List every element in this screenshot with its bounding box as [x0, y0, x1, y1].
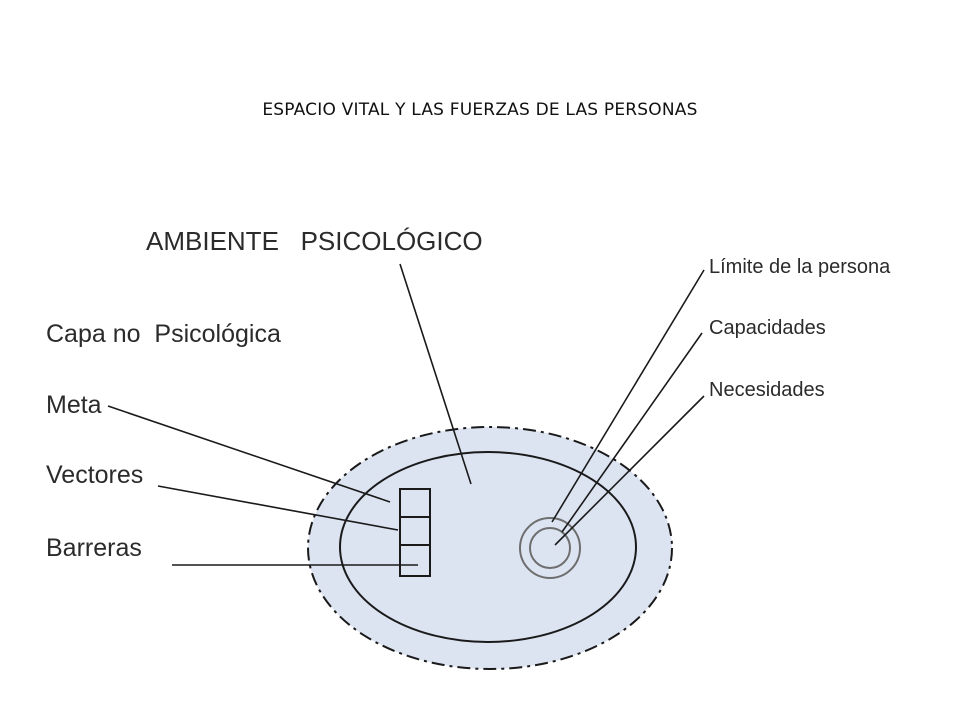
label-limite: Límite de la persona: [709, 256, 891, 278]
necesidades-leader-line: [554, 395, 705, 546]
label-capa: Capa no Psicológica: [46, 320, 281, 348]
psychological-environment: [339, 451, 637, 643]
slide-title: ESPACIO VITAL Y LAS FUERZAS DE LAS PERSO…: [262, 100, 698, 120]
label-ambiente: AMBIENTE PSICOLÓGICO: [146, 226, 483, 256]
person-boundary-circle: [519, 517, 581, 579]
label-vectores: Vectores: [46, 461, 143, 489]
label-capacidades: Capacidades: [709, 317, 826, 339]
limite-leader-line: [551, 269, 705, 523]
ambiente-leader-line: [399, 263, 472, 485]
person-inner-circle: [529, 527, 571, 569]
vectores-leader-line: [157, 485, 399, 531]
label-necesidades: Necesidades: [709, 379, 825, 401]
meta-leader-line: [107, 405, 391, 503]
barrier-box: [399, 544, 431, 577]
label-barreras: Barreras: [46, 534, 142, 562]
capacidades-leader-line: [561, 332, 703, 533]
label-meta: Meta: [46, 391, 102, 419]
non-psychological-layer: [307, 426, 673, 670]
